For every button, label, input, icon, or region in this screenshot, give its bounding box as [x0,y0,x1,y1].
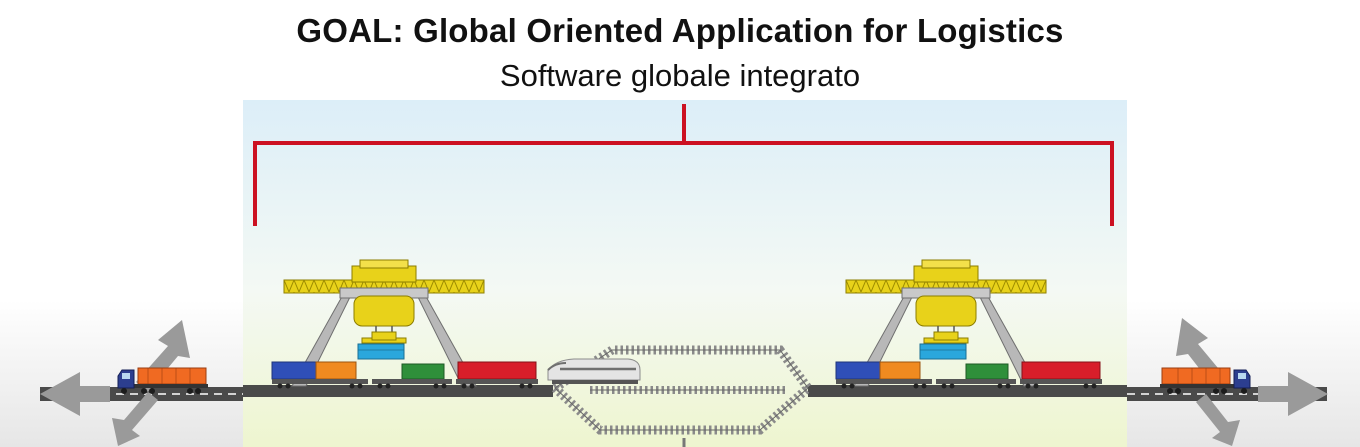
diagram-subtitle: Software globale integrato [499,58,861,93]
diagram-title: GOAL: Global Oriented Application for Lo… [296,12,1064,49]
train-icon [547,358,641,384]
platform-right [808,385,1127,397]
rail-tracks [547,345,815,447]
integration-bracket [253,104,1114,226]
platform-left [243,385,553,397]
